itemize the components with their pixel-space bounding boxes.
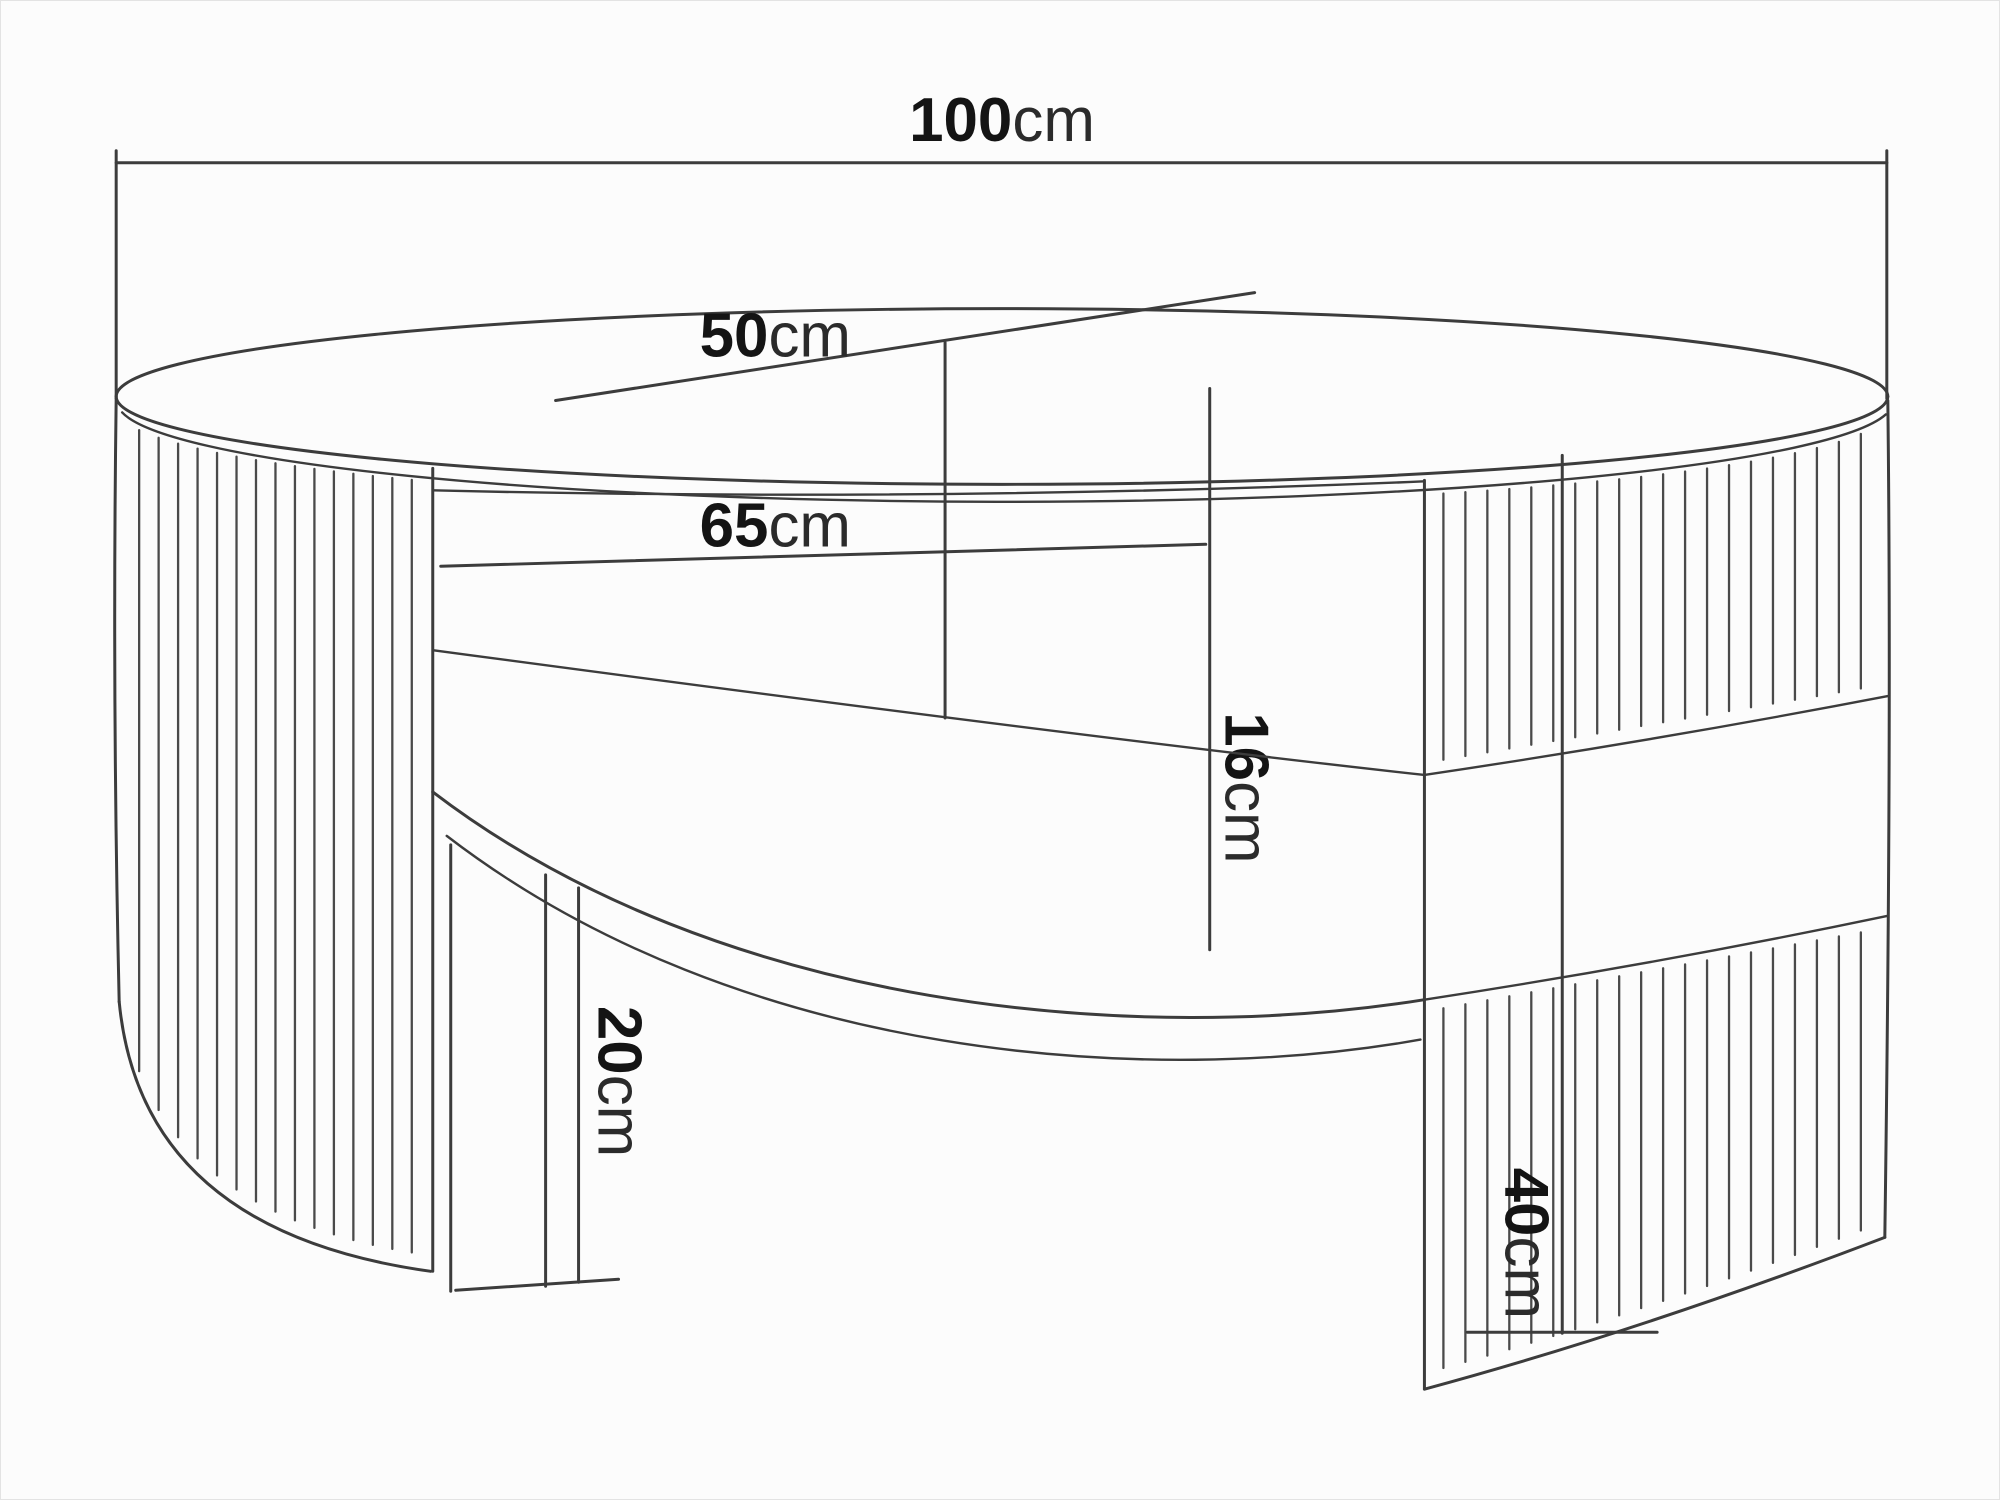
dimension-label-leg-height: 20cm [585, 1006, 654, 1157]
compartment: 65cm 16cm [431, 341, 1426, 952]
dimension-overall-width: 100cm [114, 86, 1889, 400]
tabletop-front-edge [114, 394, 1890, 486]
dimension-label-top-depth: 50cm [700, 302, 851, 371]
dimension-label-overall-width: 100cm [909, 86, 1095, 155]
right-panel-outer-edge [1883, 398, 1891, 1239]
tabletop-top-edge [114, 307, 1890, 398]
right-panel-bottom-edge [1422, 1235, 1887, 1391]
left-panel-flutes [138, 428, 413, 1254]
dim-50-line [554, 291, 1257, 402]
left-fluted-panel [113, 396, 435, 1273]
dimension-label-compartment-height: 16cm [1212, 712, 1281, 863]
tabletop: 50cm [114, 291, 1890, 503]
left-panel-bottom-edge [117, 1000, 433, 1273]
shelf-back-edge [431, 648, 1426, 777]
dimension-label-inner-width: 65cm [700, 491, 851, 560]
shelf-front-top-edge [431, 790, 1426, 1019]
tabletop-rim-edge [120, 411, 1888, 503]
left-leg: 20cm [449, 843, 654, 1293]
shelf-front-edge-through-panel [1423, 914, 1890, 1001]
right-fluted-panel: 40cm [1422, 398, 1891, 1391]
right-panel-flutes-upper [1442, 432, 1862, 761]
dimension-label-side-height: 40cm [1491, 1168, 1560, 1319]
middle-shelf [431, 648, 1890, 1061]
shelf-front-bottom-edge [445, 834, 1422, 1061]
shelf-back-edge-through-panel [1423, 694, 1890, 777]
floor-tick-left [454, 1277, 621, 1292]
right-panel-flutes-lower [1442, 931, 1862, 1370]
left-panel-outer-edge [113, 396, 121, 1004]
compartment-top-line [431, 480, 1426, 496]
dim-65-line [439, 542, 1208, 568]
